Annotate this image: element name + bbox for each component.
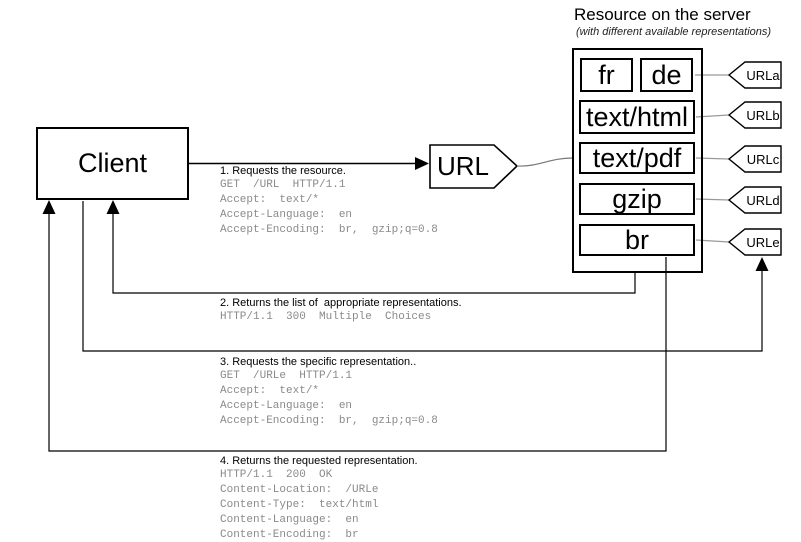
message-3-line: Accept: text/* [220, 385, 320, 397]
message-4-block: 4. Returns the requested representation.… [220, 454, 418, 542]
representation-cell-textpdf: text/pdf [579, 142, 695, 174]
message-4-label: 4. Returns the requested representation. [220, 455, 418, 467]
message-4-line: Content-Type: text/html [220, 499, 379, 511]
cell-label: de [651, 59, 682, 90]
cell-label: text/pdf [592, 142, 682, 173]
representation-cell-de: de [640, 58, 693, 92]
representation-cell-fr: fr [580, 58, 633, 92]
arrow-up-icon [42, 200, 56, 214]
url-node-label: URL [436, 151, 489, 181]
cell-label: text/html [585, 101, 689, 132]
message-2-line: HTTP/1.1 300 Multiple Choices [220, 311, 432, 323]
cell-label: fr [598, 59, 615, 90]
message-1-line: Accept: text/* [220, 194, 320, 206]
server-subtitle: (with different available representation… [576, 26, 772, 38]
client-node-label: Client [77, 148, 148, 178]
return-2-path [112, 207, 636, 294]
server-resource-box [572, 48, 703, 273]
message-4-line: Content-Encoding: br [220, 529, 359, 541]
cell-label: gzip [612, 183, 662, 214]
arrow-up-icon [755, 257, 769, 271]
representation-cell-gzip: gzip [579, 183, 695, 215]
tag-urld-shape [727, 186, 782, 214]
tag-urle-label: URLe [746, 235, 780, 250]
message-1-line: Accept-Language: en [220, 209, 353, 221]
representation-cell-texthtml: text/html [579, 100, 695, 134]
representation-cell-br: br [579, 224, 695, 256]
server-title: Resource on the server [574, 5, 751, 24]
message-3-label: 3. Requests the specific representation.… [220, 356, 417, 368]
message-1-label: 1. Requests the resource. [220, 165, 346, 177]
message-2-block: 2. Returns the list of appropriate repre… [220, 296, 462, 325]
tag-urla-label: URLa [746, 68, 780, 83]
message-3-line: Accept-Encoding: br, gzip;q=0.8 [220, 415, 438, 427]
cell-label: br [624, 224, 649, 255]
url-node-shape [429, 144, 519, 189]
message-1-line: Accept-Encoding: br, gzip;q=0.8 [220, 224, 438, 236]
message-1-line: GET /URL HTTP/1.1 [220, 179, 346, 191]
tag-urla-shape [727, 61, 782, 89]
arrow-right-icon [415, 157, 429, 170]
message-1-block: 1. Requests the resource. GET /URL HTTP/… [220, 164, 438, 238]
message-3-line: GET /URLe HTTP/1.1 [220, 370, 353, 382]
url-to-server-connector [516, 157, 573, 167]
message-4-line: HTTP/1.1 200 OK [220, 469, 333, 481]
client-node: Client [36, 127, 189, 200]
tag-urlb-shape [727, 101, 782, 129]
message-3-line: Accept-Language: en [220, 400, 353, 412]
tag-urlc-shape [727, 145, 782, 173]
message-4-line: Content-Location: /URLe [220, 484, 379, 496]
tag-urld-label: URLd [746, 193, 780, 208]
request-3-path [82, 201, 763, 352]
arrow-up-icon [106, 200, 120, 214]
tag-urle-shape [727, 228, 782, 256]
tag-urlb-label: URLb [746, 108, 780, 123]
message-4-line: Content-Language: en [220, 514, 359, 526]
message-3-block: 3. Requests the specific representation.… [220, 355, 438, 429]
tag-urlc-label: URLc [746, 152, 780, 167]
message-2-label: 2. Returns the list of appropriate repre… [220, 297, 462, 309]
return-4-path [48, 207, 667, 452]
